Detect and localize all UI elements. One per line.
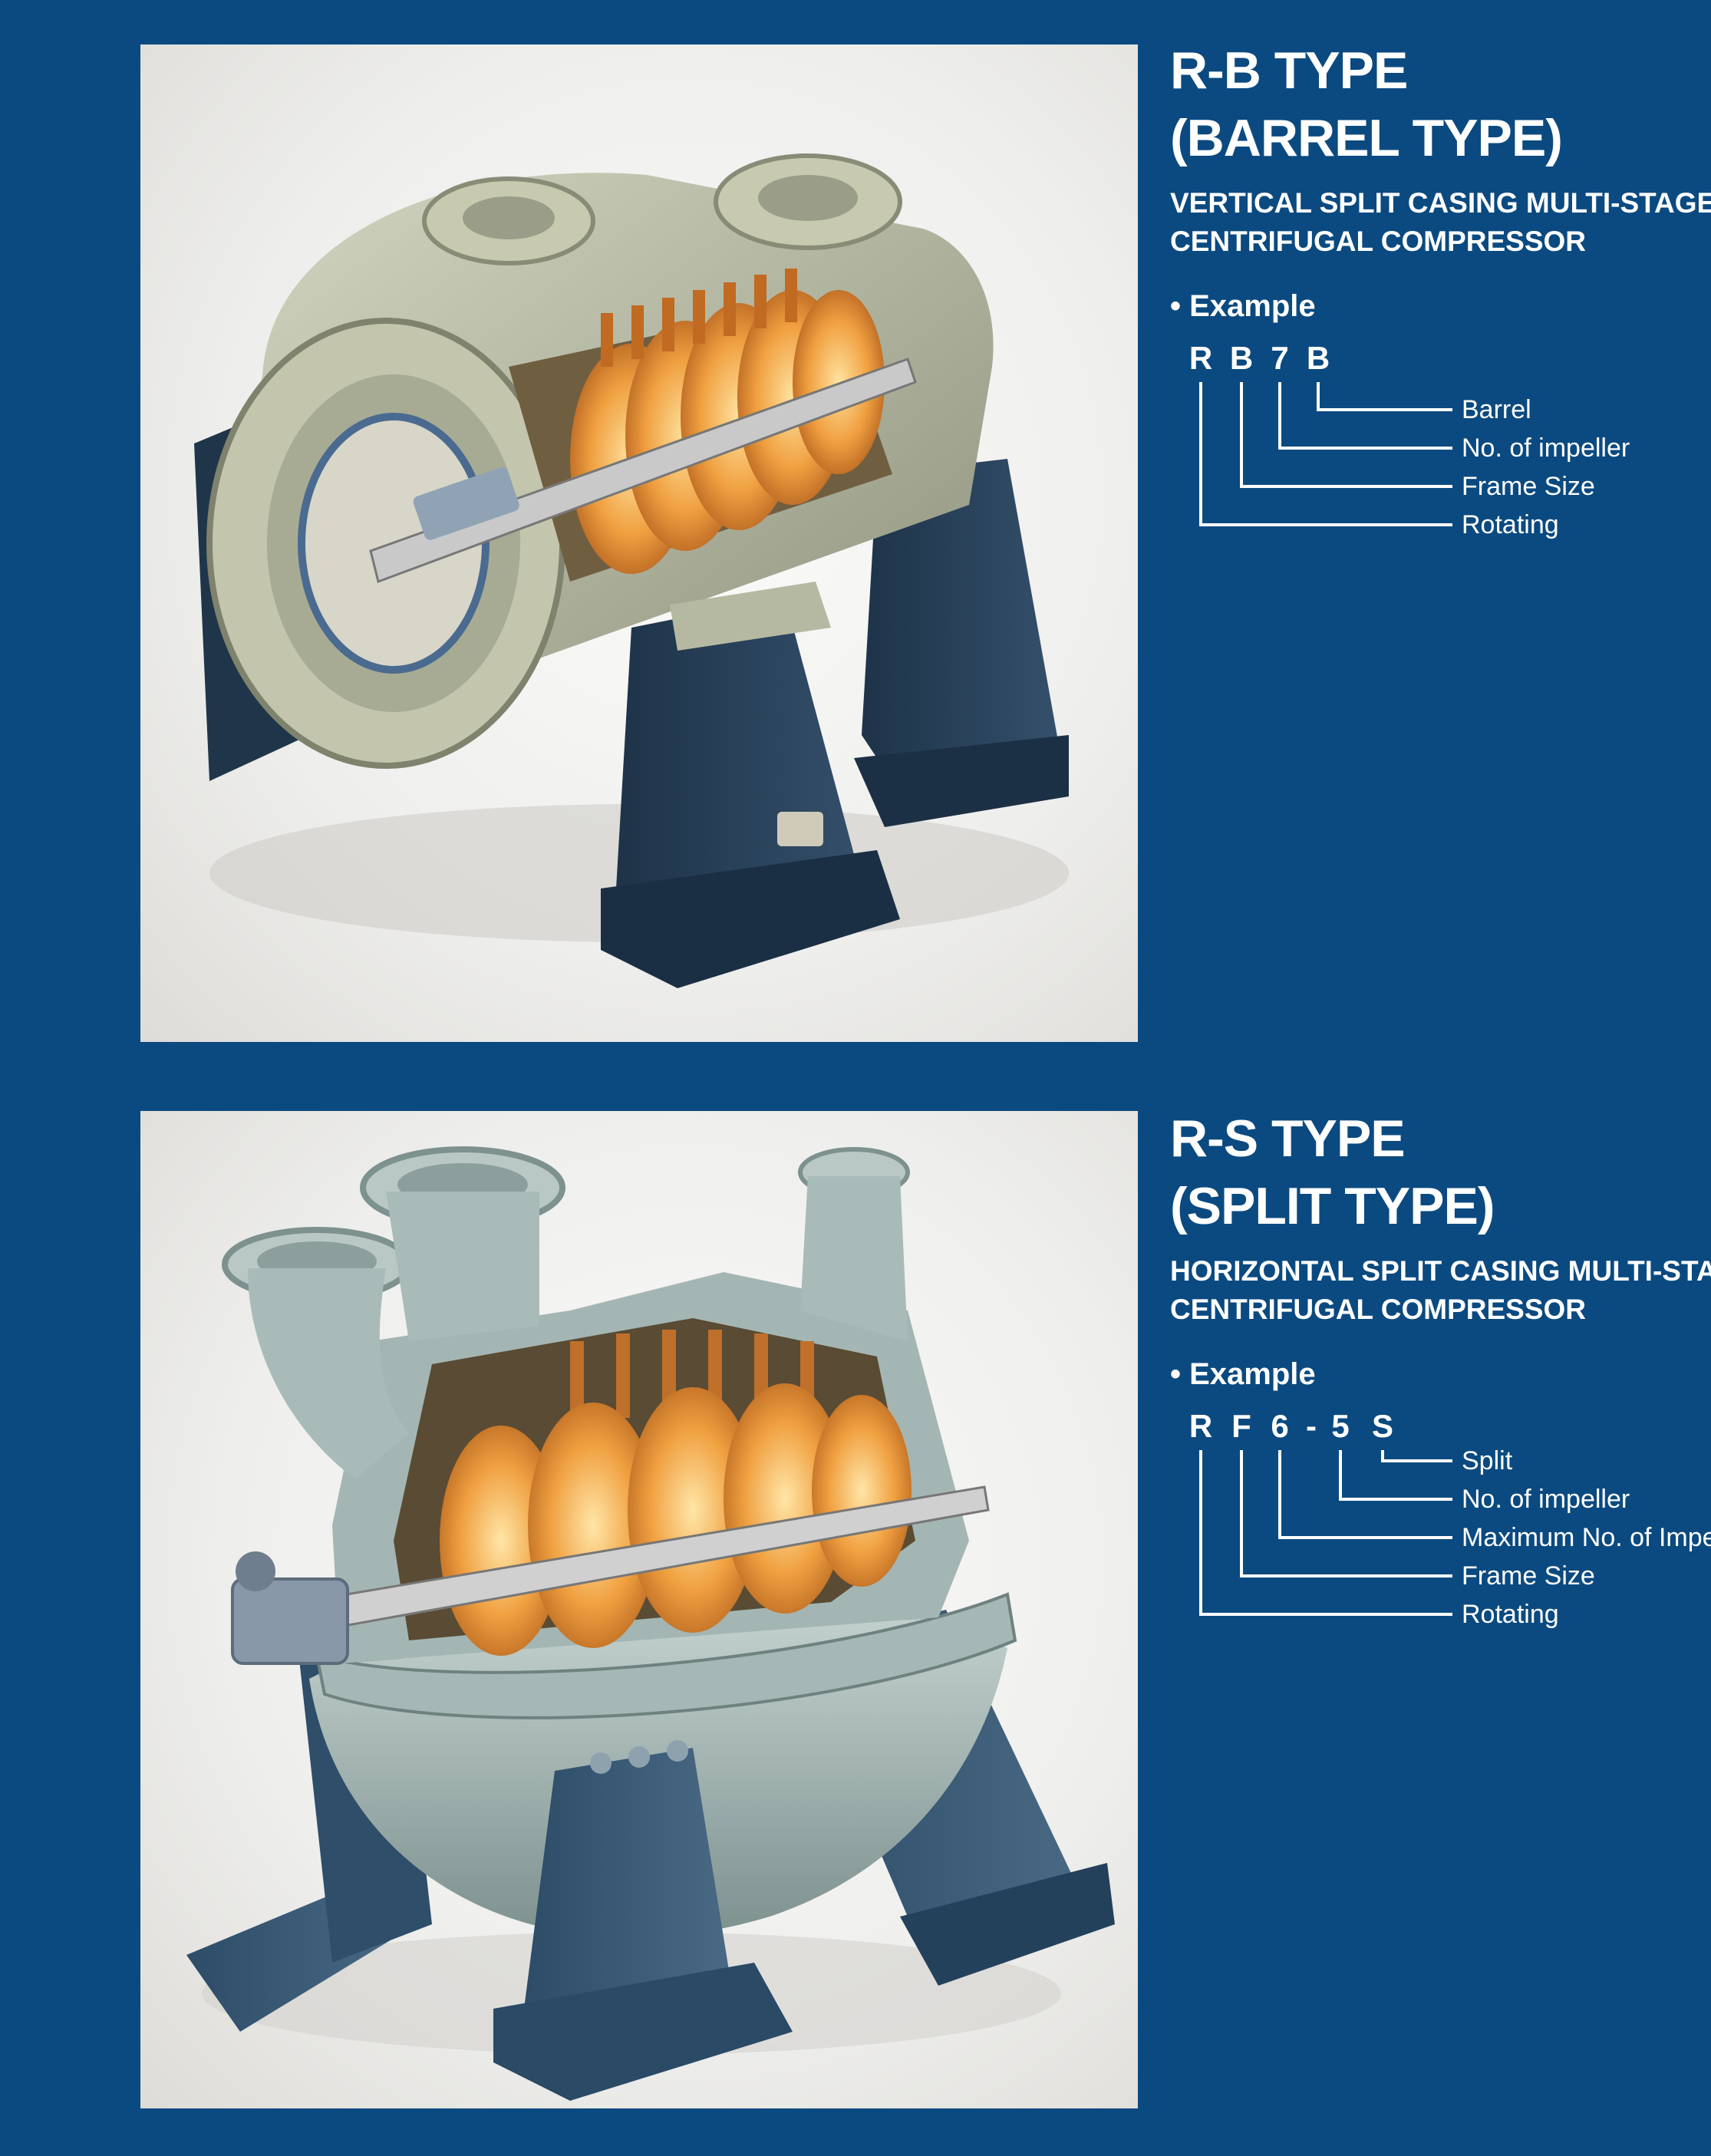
rs-leader-max-impeller: [1278, 1450, 1452, 1539]
rs-leader-impeller: [1339, 1450, 1452, 1501]
rs-subtitle-line2: CENTRIFUGAL COMPRESSOR: [1170, 1294, 1587, 1325]
rs-legend-label: Frame Size: [1462, 1561, 1595, 1591]
rs-subtitle-line1: HORIZONTAL SPLIT CASING MULTI-STAGE: [1170, 1255, 1711, 1287]
rs-example-label: • Example: [1170, 1357, 1316, 1391]
rb-subtitle: VERTICAL SPLIT CASING MULTI-STAGE CENTRI…: [1170, 184, 1711, 261]
rb-compressor-illustration: [194, 153, 1069, 988]
rb-legend-label: Frame Size: [1462, 472, 1595, 501]
rs-leader-split: [1381, 1450, 1452, 1462]
rs-legend-label: No. of impeller: [1462, 1485, 1630, 1514]
rb-leader-frame: [1240, 382, 1452, 488]
rb-code-letter: 7: [1271, 340, 1289, 376]
rs-title-line1: R-S TYPE: [1170, 1109, 1406, 1168]
rs-leader-rotating: [1199, 1450, 1452, 1616]
rb-code-leader-lines: [1199, 382, 1452, 526]
rs-code-letter: F: [1231, 1408, 1251, 1444]
rs-code-letter: S: [1371, 1408, 1393, 1444]
rb-legend-label: No. of impeller: [1462, 434, 1630, 463]
rb-type-description: R-B TYPE (BARREL TYPE) VERTICAL SPLIT CA…: [1170, 37, 1711, 574]
rs-code-dash: -: [1306, 1408, 1317, 1444]
rb-legend-label: Rotating: [1462, 510, 1559, 539]
rs-leader-frame: [1240, 1450, 1452, 1577]
rs-legend-label: Maximum No. of Impeller: [1462, 1523, 1711, 1552]
rb-leader-rotating: [1199, 382, 1452, 526]
rs-subtitle: HORIZONTAL SPLIT CASING MULTI-STAGE CENT…: [1170, 1252, 1711, 1329]
rb-model-code-diagram: R B 7 B Barrel No. of impeller Frame Siz…: [1170, 335, 1711, 565]
rb-example-label: • Example: [1170, 289, 1316, 323]
rb-legend-label: Barrel: [1462, 395, 1531, 424]
rs-compressor-image: [140, 1111, 1138, 2108]
rs-legend-label: Split: [1462, 1446, 1513, 1475]
rb-code-letter: B: [1306, 340, 1330, 376]
rs-title-line2: (SPLIT TYPE): [1170, 1177, 1495, 1235]
rs-code-letter: 5: [1331, 1408, 1350, 1444]
rs-code-letter: R: [1188, 1408, 1213, 1444]
rb-code-letter: R: [1188, 340, 1213, 376]
rb-title-line2: (BARREL TYPE): [1170, 109, 1563, 167]
rb-code-letter: B: [1229, 340, 1254, 376]
rb-subtitle-line1: VERTICAL SPLIT CASING MULTI-STAGE: [1170, 187, 1711, 219]
rb-leader-impeller: [1278, 382, 1452, 450]
rb-title-line1: R-B TYPE: [1170, 41, 1408, 100]
rs-code-leader-lines: [1199, 1450, 1452, 1616]
rb-subtitle-line2: CENTRIFUGAL COMPRESSOR: [1170, 226, 1587, 257]
rb-leader-barrel: [1317, 382, 1452, 411]
rs-legend-label: Rotating: [1462, 1600, 1559, 1629]
rb-compressor-image: [140, 45, 1138, 1042]
rs-compressor-illustration: [186, 1146, 1115, 2101]
rs-model-code-diagram: R F 6 - 5 S Split No. of impeller Maximu…: [1170, 1403, 1711, 1642]
rs-code-letter: 6: [1271, 1408, 1289, 1444]
rs-type-description: R-S TYPE (SPLIT TYPE) HORIZONTAL SPLIT C…: [1170, 1105, 1711, 1642]
